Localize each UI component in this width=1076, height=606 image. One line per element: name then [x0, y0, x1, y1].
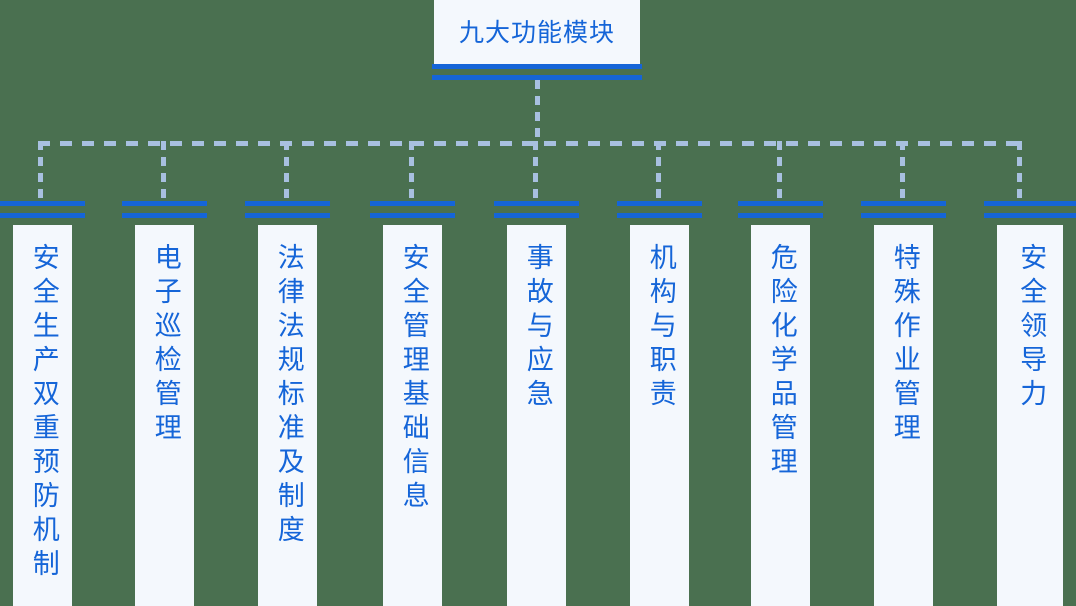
- child-node-8-panel: 特殊作业管理: [874, 225, 933, 606]
- connector-horizontal-bus: [38, 141, 1022, 146]
- child-node-2-label: 电子巡检管理: [149, 243, 181, 447]
- child-node-9-panel: 安全领导力: [997, 225, 1063, 606]
- child-node-4[interactable]: 安全管理基础信息: [370, 201, 455, 606]
- child-node-9-label: 安全领导力: [1015, 243, 1047, 413]
- child-node-1-label: 安全生产双重预防机制: [27, 243, 59, 583]
- child-node-3[interactable]: 法律法规标准及制度: [245, 201, 330, 606]
- connector-drop-2: [161, 141, 166, 203]
- child-node-9[interactable]: 安全领导力: [984, 201, 1076, 606]
- child-node-6-accent-bar-bottom: [617, 213, 702, 218]
- root-node-label: 九大功能模块: [458, 17, 615, 47]
- child-node-1[interactable]: 安全生产双重预防机制: [0, 201, 85, 606]
- child-node-3-accent-bar-top: [245, 201, 330, 206]
- connector-drop-8: [900, 141, 905, 203]
- child-node-4-panel: 安全管理基础信息: [383, 225, 442, 606]
- root-node-accent-bar-bottom: [432, 75, 642, 80]
- connector-drop-9: [1017, 141, 1022, 203]
- child-node-2-panel: 电子巡检管理: [135, 225, 194, 606]
- root-node-accent-bar-top: [432, 64, 642, 69]
- child-node-6-label: 机构与职责: [644, 243, 676, 413]
- child-node-9-accent-bar-bottom: [984, 213, 1076, 218]
- root-node-panel: 九大功能模块: [434, 0, 640, 64]
- child-node-7-accent-bar-top: [738, 201, 823, 206]
- child-node-1-accent-bar-bottom: [0, 213, 85, 218]
- child-node-2[interactable]: 电子巡检管理: [122, 201, 207, 606]
- child-node-5[interactable]: 事故与应急: [494, 201, 579, 606]
- connector-root-stem: [535, 80, 540, 143]
- child-node-7-panel: 危险化学品管理: [751, 225, 810, 606]
- child-node-3-label: 法律法规标准及制度: [272, 243, 304, 549]
- connector-drop-5: [533, 141, 538, 203]
- child-node-9-accent-bar-top: [984, 201, 1076, 206]
- connector-drop-4: [409, 141, 414, 203]
- child-node-5-panel: 事故与应急: [507, 225, 566, 606]
- child-node-7[interactable]: 危险化学品管理: [738, 201, 823, 606]
- connector-drop-6: [656, 141, 661, 203]
- child-node-2-accent-bar-top: [122, 201, 207, 206]
- child-node-6[interactable]: 机构与职责: [617, 201, 702, 606]
- child-node-5-accent-bar-bottom: [494, 213, 579, 218]
- child-node-5-accent-bar-top: [494, 201, 579, 206]
- root-node[interactable]: 九大功能模块: [432, 0, 642, 85]
- child-node-4-accent-bar-bottom: [370, 213, 455, 218]
- child-node-5-label: 事故与应急: [521, 243, 553, 413]
- connector-drop-7: [777, 141, 782, 203]
- child-node-2-accent-bar-bottom: [122, 213, 207, 218]
- child-node-8-accent-bar-top: [861, 201, 946, 206]
- child-node-4-accent-bar-top: [370, 201, 455, 206]
- child-node-8-label: 特殊作业管理: [888, 243, 920, 447]
- child-node-1-panel: 安全生产双重预防机制: [13, 225, 72, 606]
- child-node-8-accent-bar-bottom: [861, 213, 946, 218]
- child-node-6-accent-bar-top: [617, 201, 702, 206]
- child-node-3-panel: 法律法规标准及制度: [258, 225, 317, 606]
- child-node-7-label: 危险化学品管理: [765, 243, 797, 481]
- child-node-1-accent-bar-top: [0, 201, 85, 206]
- child-node-4-label: 安全管理基础信息: [397, 243, 429, 515]
- child-node-3-accent-bar-bottom: [245, 213, 330, 218]
- child-node-7-accent-bar-bottom: [738, 213, 823, 218]
- child-node-6-panel: 机构与职责: [630, 225, 689, 606]
- connector-drop-3: [284, 141, 289, 203]
- connector-drop-1: [38, 141, 43, 203]
- child-node-8[interactable]: 特殊作业管理: [861, 201, 946, 606]
